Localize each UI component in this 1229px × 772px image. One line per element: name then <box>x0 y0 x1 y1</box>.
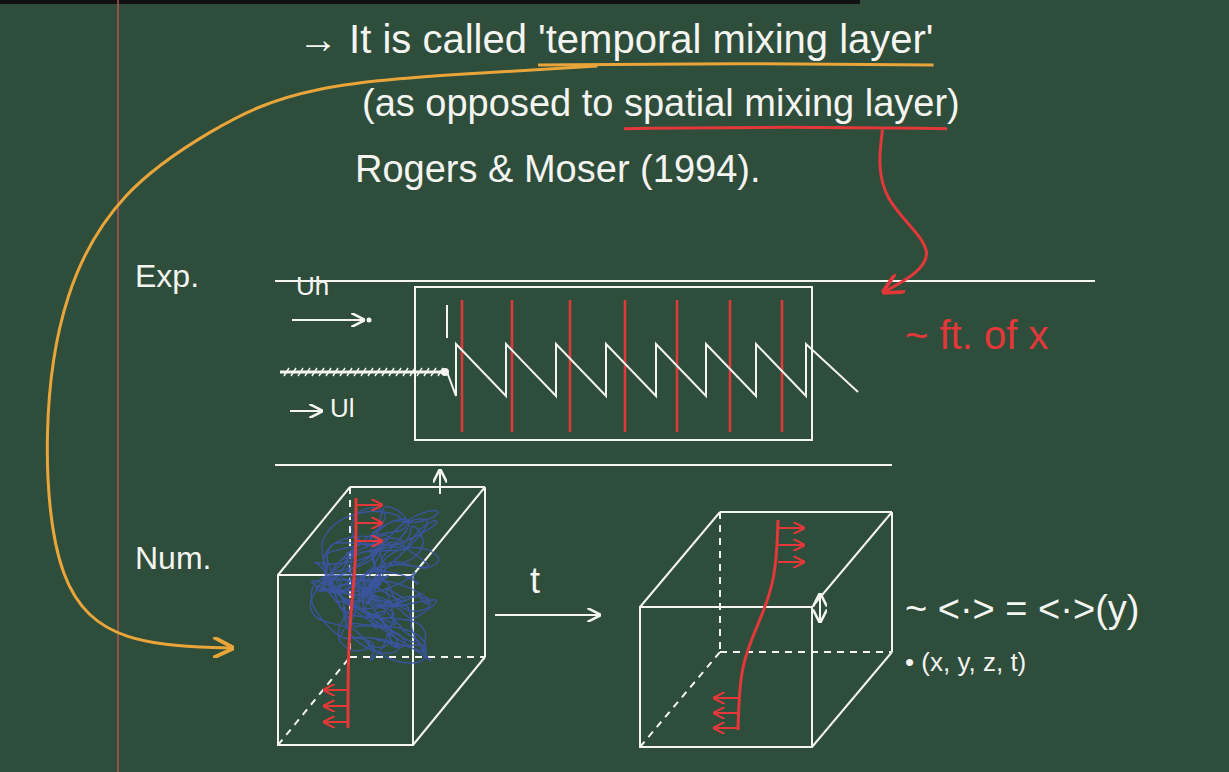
profile-arrow <box>324 721 348 723</box>
profile-curve <box>738 520 778 730</box>
station-line <box>511 300 514 432</box>
cube-edge <box>720 511 892 513</box>
hatch-mark <box>298 368 303 376</box>
domain-cube <box>640 512 892 747</box>
arrow-dot <box>367 318 372 323</box>
heading-note: → It is called 'temporal mixing layer' <box>298 16 934 62</box>
hatch-mark <box>291 368 296 376</box>
hidden-edge <box>350 656 485 658</box>
note: (as opposed to spatial mixing layer) <box>362 82 960 126</box>
station-line <box>781 300 784 432</box>
equation: ~ <·> = <·>(y) <box>905 588 1139 632</box>
cube-edge <box>891 512 893 652</box>
hatch-mark <box>354 368 359 376</box>
pointer-arrow <box>439 470 441 494</box>
citation: Rogers & Moser (1994). <box>355 148 761 192</box>
station-line <box>569 300 572 432</box>
velocity-arrow <box>292 319 364 321</box>
mixing-wave <box>447 344 858 396</box>
profile-arrow <box>356 504 382 506</box>
hatch-mark <box>305 368 310 376</box>
hatch-mark <box>382 368 387 376</box>
profile-arrow <box>778 527 804 529</box>
hatch-mark <box>417 368 422 376</box>
underline <box>538 64 933 65</box>
hidden-edge <box>640 652 720 747</box>
hatch-mark <box>319 368 324 376</box>
profile-arrow <box>714 727 738 729</box>
profile-arrow <box>778 561 804 563</box>
profile-arrow <box>356 540 382 542</box>
cube-edge <box>413 657 485 745</box>
hatch-mark <box>396 368 401 376</box>
station-line <box>729 300 732 432</box>
margin-line <box>117 0 119 772</box>
hatch-mark <box>340 368 345 376</box>
hatch-mark <box>375 368 380 376</box>
cube-face <box>640 607 812 747</box>
profile-curve <box>348 498 356 728</box>
station-line <box>461 300 464 432</box>
pointer-curve <box>880 130 927 292</box>
hatch-mark <box>347 368 352 376</box>
velocity-profile <box>324 498 382 728</box>
station-lines <box>462 300 782 432</box>
time-label: t <box>530 560 540 601</box>
profile-arrow <box>714 712 738 714</box>
hidden-edge <box>278 657 350 745</box>
top-bar <box>0 0 860 4</box>
turbulence-scribble <box>310 507 438 663</box>
profile-arrow <box>324 705 348 707</box>
hatch-mark <box>431 368 436 376</box>
velocity-arrow <box>290 410 322 412</box>
hatch-mark <box>438 368 443 376</box>
plate-hatch <box>284 368 443 376</box>
channel-wall <box>275 464 892 466</box>
velocity-label: Uh <box>296 272 329 302</box>
hatch-mark <box>410 368 415 376</box>
hatch-mark <box>284 368 289 376</box>
hatch-mark <box>389 368 394 376</box>
tick-mark <box>446 305 448 338</box>
hatch-mark <box>361 368 366 376</box>
profile-arrow <box>714 697 738 699</box>
section-label: Num. <box>135 540 211 577</box>
splitter-plate <box>280 371 442 374</box>
profile-arrow <box>324 689 348 691</box>
cube-edge <box>812 652 892 747</box>
cube-edge <box>640 512 720 607</box>
channel-wall <box>275 280 1095 282</box>
growth-arrow <box>819 594 821 622</box>
velocity-profile <box>714 520 804 730</box>
hatch-mark <box>312 368 317 376</box>
hatch-mark <box>424 368 429 376</box>
cube-edge <box>350 486 485 488</box>
cube-edge <box>484 487 486 657</box>
profile-arrow <box>778 544 804 546</box>
cube-edge <box>812 512 892 607</box>
hatch-mark <box>333 368 338 376</box>
profile-arrow <box>356 522 382 524</box>
underline <box>624 127 947 128</box>
hatch-mark <box>403 368 408 376</box>
domain-cube <box>278 487 485 745</box>
hidden-edge <box>719 512 721 652</box>
hatch-mark <box>326 368 331 376</box>
section-label: Exp. <box>135 258 199 295</box>
time-arrow <box>495 614 600 616</box>
velocity-label: Ul <box>330 394 355 424</box>
note: • (x, y, z, t) <box>905 648 1026 678</box>
annotation: ~ ft. of x <box>905 312 1048 358</box>
hatch-mark <box>368 368 373 376</box>
